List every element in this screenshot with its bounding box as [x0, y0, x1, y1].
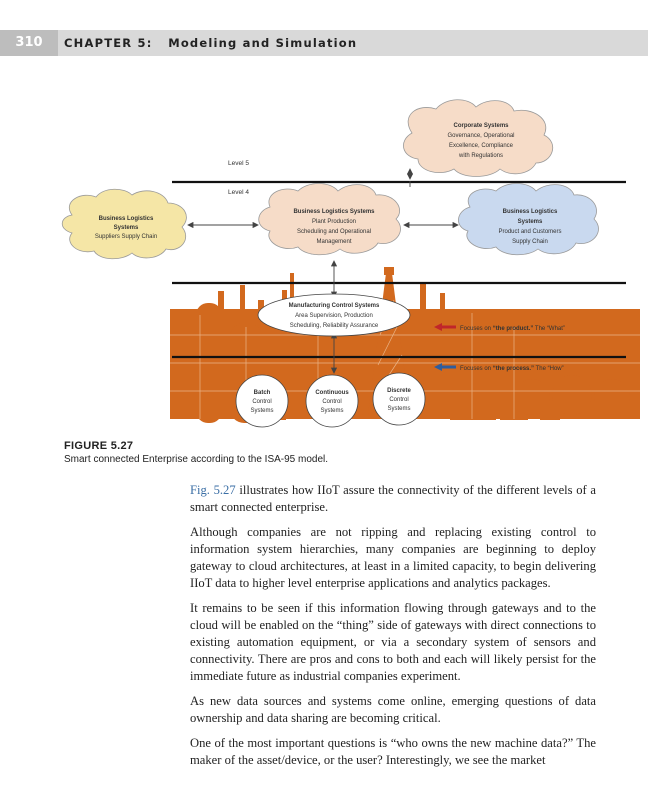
paragraph-1-text: illustrates how IIoT assure the connecti… [190, 483, 596, 514]
business-logistics-center-cloud: Business Logistics Systems Plant Product… [258, 183, 401, 256]
batch-line3: Systems [250, 408, 273, 414]
continuous-control-circle: Continuous Control Systems [305, 374, 359, 428]
blog-center-line4: Management [316, 239, 351, 245]
corporate-line3: Excellence, Compliance [449, 143, 514, 149]
level5-label: Level 5 [228, 160, 249, 167]
isa95-figure: Level 5 Level 4 Corporate Systems Govern… [61, 99, 640, 428]
figure-caption-text: Smart connected Enterprise according to … [64, 454, 329, 465]
focus-process-text: Focuses on “the process.” The “How” [460, 366, 564, 372]
business-logistics-left-cloud: Business Logistics Systems Suppliers Sup… [61, 188, 187, 260]
chapter-title: CHAPTER 5: Modeling and Simulation [64, 30, 357, 56]
mcs-line1: Manufacturing Control Systems [289, 303, 380, 309]
focus-process-annotation: Focuses on “the process.” The “How” [434, 363, 564, 372]
paragraph-2: Although companies are not ripping and r… [190, 525, 596, 590]
figure-label: FIGURE 5.27 [64, 440, 134, 452]
blog-right-line2: Systems [518, 219, 543, 225]
figure-caption: FIGURE 5.27 Smart connected Enterprise a… [64, 440, 604, 465]
paragraph-3: It remains to be seen if this informatio… [190, 601, 596, 683]
business-logistics-right-cloud: Business Logistics Systems Product and C… [458, 183, 599, 256]
blog-center-line1: Business Logistics Systems [293, 209, 375, 215]
paragraph-1: Fig. 5.27 illustrates how IIoT assure th… [190, 482, 596, 516]
discrete-control-circle: Discrete Control Systems [372, 372, 426, 426]
blog-center-line3: Scheduling and Operational [297, 229, 371, 235]
blue-arrow-icon [434, 363, 456, 371]
blog-left-line3: Suppliers Supply Chain [95, 234, 157, 240]
blog-left-line1: Business Logistics [99, 216, 154, 222]
mcs-line2: Area Supervision, Production [295, 313, 373, 319]
corporate-cloud: Corporate Systems Governance, Operationa… [403, 99, 554, 177]
paragraph-5: One of the most important questions is “… [190, 736, 596, 767]
blog-right-line3: Product and Customers [498, 229, 561, 235]
continuous-line2: Control [322, 399, 341, 405]
corporate-line2: Governance, Operational [447, 133, 514, 139]
batch-control-circle: Batch Control Systems [235, 374, 289, 428]
discrete-line1: Discrete [387, 388, 411, 394]
corporate-line4: with Regulations [458, 153, 503, 159]
focus-product-annotation: Focuses on “the product.” The “What” [434, 323, 565, 332]
red-arrow-icon [434, 323, 456, 331]
body-text: Fig. 5.27 illustrates how IIoT assure th… [190, 482, 596, 777]
batch-line1: Batch [254, 390, 271, 396]
discrete-line3: Systems [387, 406, 410, 412]
batch-line2: Control [252, 399, 271, 405]
blog-right-line4: Supply Chain [512, 239, 548, 245]
connector-arrows [187, 168, 459, 374]
continuous-line1: Continuous [315, 390, 349, 396]
blog-right-line1: Business Logistics [503, 209, 558, 215]
continuous-line3: Systems [320, 408, 343, 414]
level4-label: Level 4 [228, 189, 249, 196]
page-number: 310 [0, 30, 58, 56]
paragraph-4: As new data sources and systems come onl… [190, 694, 596, 725]
figure-link[interactable]: Fig. 5.27 [190, 483, 236, 497]
focus-product-text: Focuses on “the product.” The “What” [460, 326, 565, 332]
chapter-number: CHAPTER 5: [64, 36, 153, 50]
mcs-line3: Scheduling, Reliability Assurance [290, 323, 379, 329]
blog-center-line2: Plant Production [312, 219, 356, 225]
manufacturing-control-ellipse: Manufacturing Control Systems Area Super… [257, 293, 411, 337]
discrete-line2: Control [389, 397, 408, 403]
plant-silhouette [170, 267, 640, 423]
running-header: 310 CHAPTER 5: Modeling and Simulation [0, 30, 648, 56]
corporate-line1: Corporate Systems [453, 123, 509, 129]
blog-left-line2: Systems [114, 225, 139, 231]
chapter-name: Modeling and Simulation [168, 36, 358, 50]
